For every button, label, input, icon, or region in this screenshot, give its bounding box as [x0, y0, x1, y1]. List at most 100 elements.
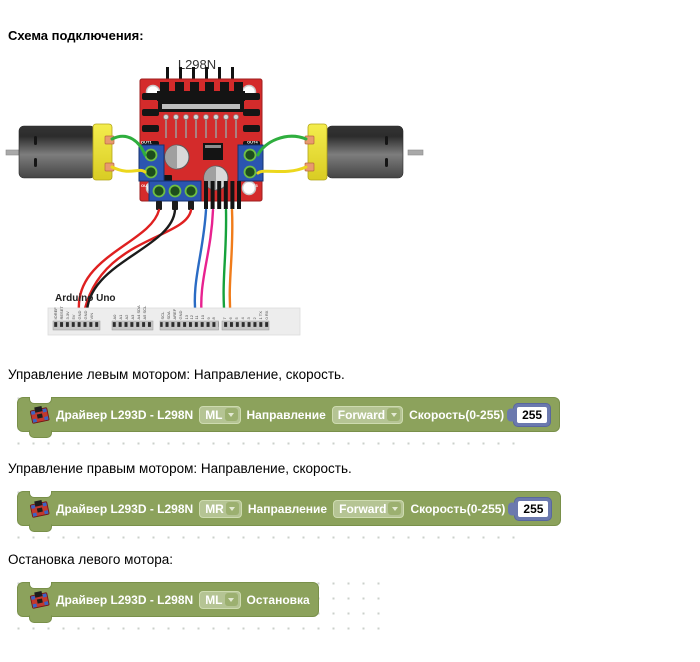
motor-select[interactable]: ML — [199, 590, 241, 609]
pin-label: 13 — [184, 314, 189, 319]
motor-select[interactable]: MR — [199, 499, 242, 518]
pin-label: A2 — [124, 314, 129, 320]
pin-label: 10 — [200, 314, 205, 319]
pin-label: VIN — [89, 313, 94, 320]
direction-select[interactable]: Forward — [333, 499, 405, 518]
wire-left-yellow — [110, 165, 147, 174]
motor-driver-icon — [29, 404, 50, 425]
speed-value-block[interactable]: 255 — [508, 496, 553, 521]
driver-block-stop[interactable]: Драйвер L293D - L298N ML Остановка — [17, 582, 319, 623]
direction-select[interactable]: Forward — [331, 405, 404, 424]
chevron-down-icon[interactable] — [224, 408, 238, 421]
section-caption: Управление левым мотором: Направление, с… — [8, 367, 345, 382]
wire-right-green — [256, 134, 308, 157]
speed-label: Скорость(0-255) — [410, 501, 506, 516]
l298n-board: OUT1 OUT2 OUT4 OUT3 — [138, 67, 264, 210]
pin-label: SCL — [160, 311, 165, 320]
pin-label: AREF — [172, 308, 177, 319]
chevron-down-icon[interactable] — [225, 502, 239, 515]
section-caption: Управление правым мотором: Направление, … — [8, 461, 352, 476]
direction-label: Направление — [247, 501, 328, 516]
wire-orange — [228, 208, 234, 322]
page-title: Схема подключения: — [8, 28, 144, 43]
bottom-plug — [29, 524, 52, 532]
top-socket — [29, 397, 52, 404]
block-title: Драйвер L293D - L298N — [56, 501, 194, 516]
speed-input[interactable]: 255 — [517, 406, 548, 423]
chevron-down-icon[interactable] — [224, 593, 238, 606]
motor-driver-icon — [29, 589, 50, 610]
driver-block-right-motor[interactable]: Драйвер L293D - L298N MR Направление For… — [17, 491, 562, 532]
bottom-plug — [29, 430, 52, 438]
arduino-pin-strip: Arduino Uno IOREF RESET 3.3V 5V GND GND … — [47, 293, 301, 336]
driver-block-left-motor[interactable]: Драйвер L293D - L298N ML Направление For… — [17, 397, 561, 438]
pin-label: 3 — [246, 317, 251, 320]
pin-label: 2 — [252, 317, 257, 320]
pin-label: 9 — [206, 317, 211, 320]
arduino-label: Arduino Uno — [55, 293, 116, 304]
speed-label: Скорость(0-255) — [409, 407, 505, 422]
pin-label: 3.3V — [65, 311, 70, 320]
pin-label: GND — [178, 311, 183, 320]
pin-labels-digital-low: 7 6 5 4 3 2 1 TX 0 RX — [222, 310, 269, 319]
wire-left-green — [110, 134, 147, 157]
block-workspace: Драйвер L293D - L298N ML Направление For… — [8, 387, 561, 445]
pin-label: SDA — [166, 311, 171, 320]
left-motor — [5, 123, 115, 181]
out3-label: OUT3 — [247, 183, 258, 188]
pin-label: A5 SCL — [142, 305, 147, 320]
right-motor — [304, 123, 424, 181]
out1-label: OUT1 — [141, 140, 152, 145]
wire-red-1 — [77, 208, 161, 321]
pin-label: RESET — [59, 306, 64, 320]
pin-label: GND — [83, 311, 88, 320]
pin-label: A0 — [112, 314, 117, 320]
out2-label: OUT2 — [141, 183, 152, 188]
block-workspace: Драйвер L293D - L298N ML Остановка — [8, 572, 380, 630]
wire-black — [85, 208, 177, 321]
pin-label: A4 SDA — [136, 305, 141, 320]
motor-select-value: ML — [205, 592, 223, 607]
out4-label: OUT4 — [247, 140, 258, 145]
motor-driver-icon — [29, 498, 50, 519]
pin-labels-digital-high: SCL SDA AREF GND 13 12 11 10 9 8 — [160, 308, 216, 319]
motor-select[interactable]: ML — [199, 405, 241, 424]
top-socket — [29, 582, 52, 589]
pin-label: A1 — [118, 314, 123, 320]
pin-label: IOREF — [53, 307, 58, 320]
pin-label: GND — [77, 311, 82, 320]
pin-label: A3 — [130, 314, 135, 320]
wire-right-yellow — [256, 165, 308, 175]
block-workspace: Драйвер L293D - L298N MR Направление For… — [8, 481, 562, 539]
pin-labels-power: IOREF RESET 3.3V 5V GND GND VIN — [53, 306, 94, 320]
direction-select-value: Forward — [337, 407, 386, 422]
pin-label: 11 — [194, 315, 199, 320]
chevron-down-icon[interactable] — [387, 408, 401, 421]
motor-wires — [110, 134, 308, 175]
speed-value-block[interactable]: 255 — [507, 402, 552, 427]
pin-label: 6 — [228, 317, 233, 320]
pin-label: 5 — [234, 317, 239, 320]
pin-label: 12 — [189, 314, 194, 319]
chevron-down-icon[interactable] — [388, 502, 402, 515]
pin-label: 5V — [71, 314, 76, 319]
wire-red-2 — [81, 208, 193, 320]
direction-label: Направление — [246, 407, 326, 422]
pin-label: 4 — [240, 317, 245, 320]
value-plug — [508, 502, 516, 515]
wire-pink — [200, 208, 215, 322]
stop-label: Остановка — [246, 592, 310, 607]
pin-label: 1 TX — [258, 311, 263, 320]
value-plug — [507, 408, 515, 421]
section-caption: Остановка левого мотора: — [8, 552, 173, 567]
pin-labels-analog: A0 A1 A2 A3 A4 SDA A5 SCL — [112, 305, 147, 320]
bottom-plug — [29, 615, 52, 623]
pin-label: 0 RX — [264, 310, 269, 319]
wiring-diagram: L298N — [5, 57, 424, 336]
chip-label: L298N — [178, 57, 216, 72]
speed-input[interactable]: 255 — [518, 500, 549, 517]
pin-label: 7 — [222, 317, 227, 320]
block-title: Драйвер L293D - L298N — [56, 592, 194, 607]
block-title: Драйвер L293D - L298N — [56, 407, 194, 422]
top-socket — [29, 491, 52, 498]
